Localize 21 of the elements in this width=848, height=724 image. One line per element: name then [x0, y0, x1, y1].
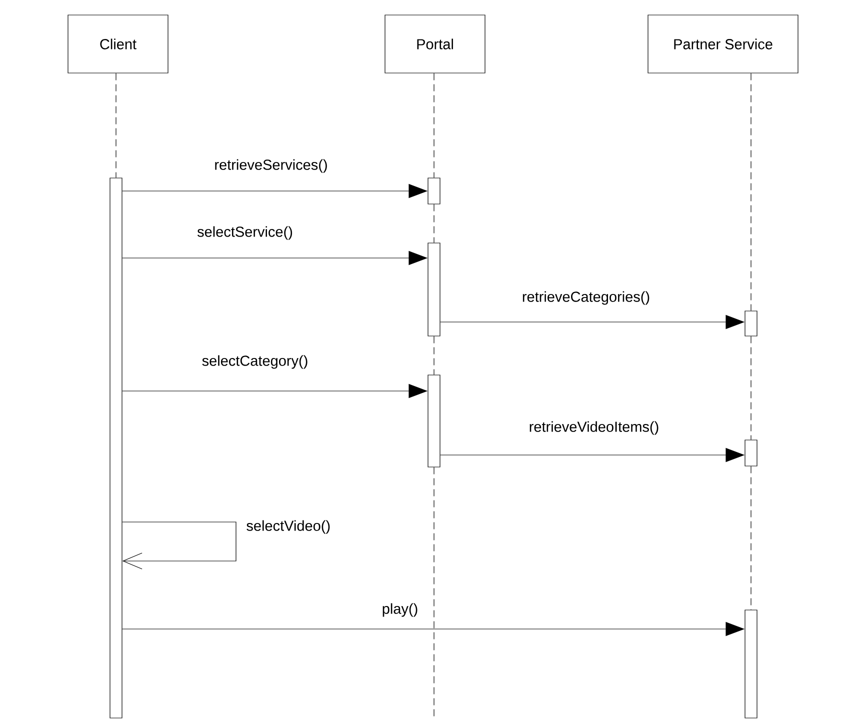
message-label: play() [380, 602, 420, 618]
activation-bar [428, 178, 440, 204]
activation-bar [428, 242, 440, 336]
message-arrow [122, 522, 236, 570]
activation-bar [428, 374, 440, 468]
lifeline [750, 73, 752, 311]
activation-bar [110, 178, 122, 718]
activation-bar [744, 440, 758, 466]
activation-bar [744, 610, 758, 718]
participant-box: Client [68, 14, 168, 74]
lifeline [750, 466, 752, 610]
message-label: selectService() [196, 225, 294, 241]
lifeline [750, 336, 752, 440]
participant-box: Partner Service [648, 14, 798, 74]
message-label: retrieveCategories() [520, 290, 652, 306]
participant-box: Portal [384, 14, 486, 74]
message-label: retrieveServices() [213, 158, 329, 174]
activation-bar [744, 310, 758, 336]
message-label: selectCategory() [200, 354, 310, 370]
message-label: selectVideo() [245, 519, 332, 535]
message-label: retrieveVideoItems() [528, 420, 660, 436]
